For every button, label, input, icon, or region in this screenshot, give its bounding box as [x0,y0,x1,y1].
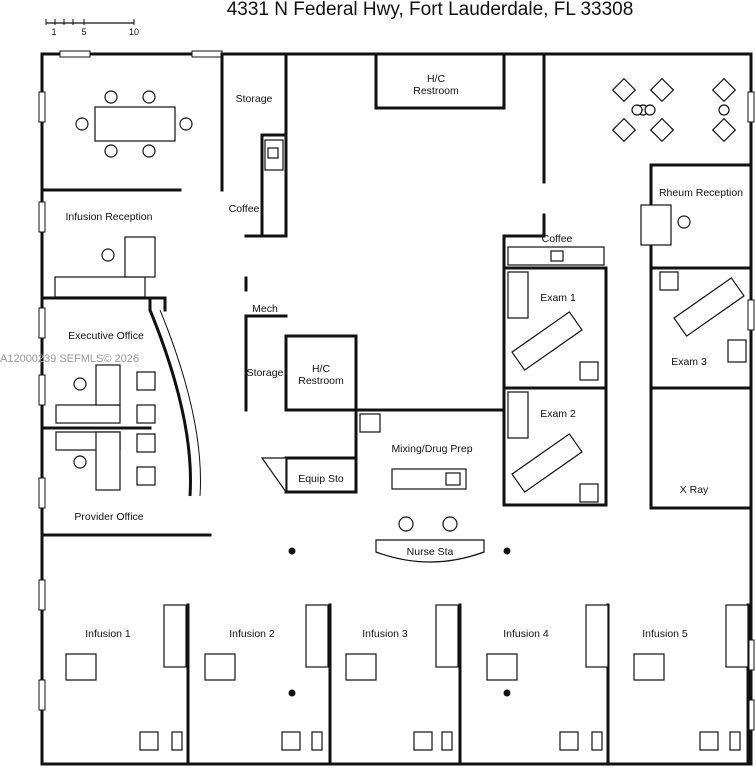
nurse-station-counter [375,539,485,563]
room-label-hc-top-2: Restroom [413,85,459,97]
column [288,547,296,555]
room-label-infusion-1: Infusion 1 [85,628,131,640]
column [503,547,511,555]
interior-walls [40,52,753,766]
room-label-hc-mid-1: H/C [312,363,331,375]
provider-desk [55,431,156,491]
curved-wall [148,309,192,497]
windows [38,50,755,731]
mls-watermark: A12000239 SEFMLS© 2026 [0,353,139,365]
rheum-reception-desk [640,204,691,246]
curved-wall-inner [159,309,201,497]
executive-desk [55,364,156,424]
room-label-exam-2: Exam 2 [540,408,576,420]
exam-3-furniture [659,271,747,363]
room-label-exam-1: Exam 1 [540,292,576,304]
sink-icon [445,472,461,486]
room-label-coffee-left: Coffee [229,203,260,215]
room-label-storage-top: Storage [236,93,273,105]
column [288,689,296,697]
exam-2-furniture [507,391,599,503]
equip-ramp [260,457,287,494]
sink-icon [550,250,564,262]
room-label-provider-office: Provider Office [74,511,143,523]
mixing-cabinet [359,413,381,433]
room-label-exam-3: Exam 3 [671,356,707,368]
room-label-nurse-sta: Nurse Sta [407,546,454,558]
room-label-infusion-4: Infusion 4 [503,628,549,640]
nurse-chair [398,516,414,532]
exam-1-furniture [507,271,599,381]
room-label-storage-mid: Storage [247,367,284,379]
room-label-hc-mid-2: Restroom [298,375,344,387]
room-label-mixing: Mixing/Drug Prep [391,443,472,455]
infusion-bay-furniture [65,604,749,751]
room-label-coffee-right: Coffee [542,233,573,245]
room-label-mech: Mech [252,303,278,315]
sink-icon [267,147,279,159]
room-label-infusion-2: Infusion 2 [229,628,275,640]
room-label-executive-office: Executive Office [68,330,144,342]
room-label-infusion-5: Infusion 5 [642,628,688,640]
scale-bar: 1 5 10 [45,19,139,37]
outer-walls [40,52,753,766]
room-label-infusion-3: Infusion 3 [362,628,408,640]
room-label-x-ray: X Ray [680,484,709,496]
infusion-reception-desk [54,236,156,298]
room-label-rheum-reception: Rheum Reception [659,187,743,199]
scale-label-1: 1 [51,27,56,37]
address-title: 4331 N Federal Hwy, Fort Lauderdale, FL … [227,0,634,20]
lounge-seating [611,77,737,143]
scale-label-5: 5 [81,27,86,37]
scale-label-10: 10 [129,27,139,37]
column [503,689,511,697]
nurse-chair [442,516,458,532]
room-label-equip-sto: Equip Sto [298,473,344,485]
room-label-infusion-reception: Infusion Reception [66,211,153,223]
room-label-hc-top-1: H/C [427,73,446,85]
conference-table [75,90,193,158]
